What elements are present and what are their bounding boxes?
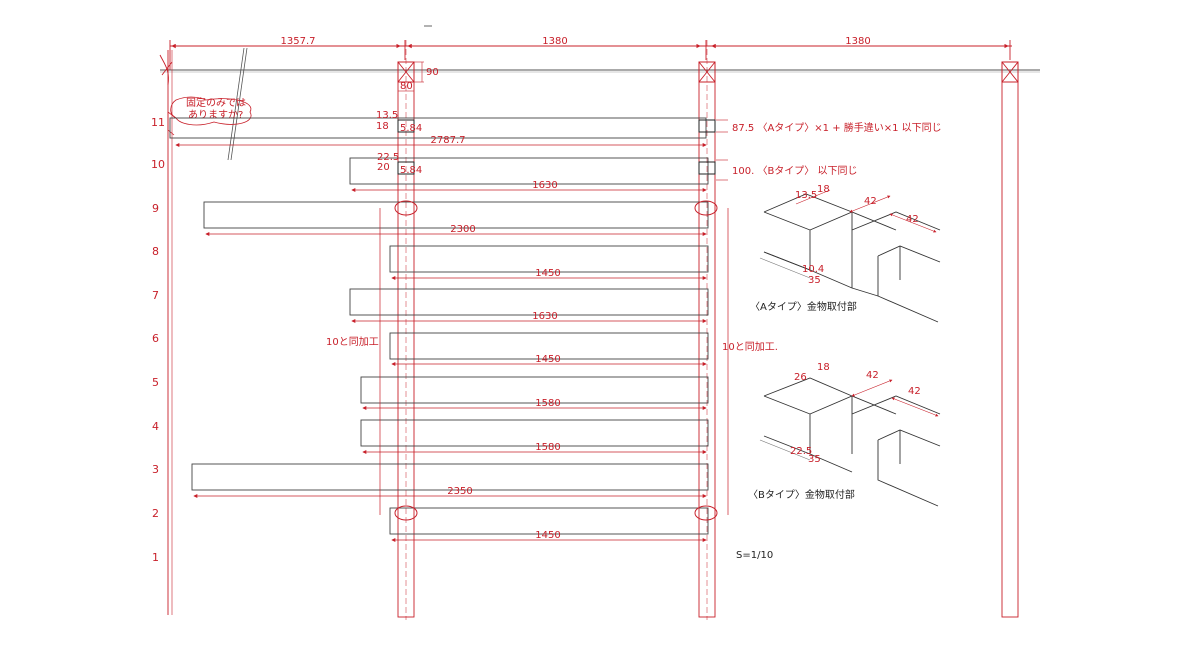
post-1 <box>397 40 415 620</box>
svg-text:26: 26 <box>794 372 807 383</box>
top-dim-2: 1380 <box>542 36 567 47</box>
svg-text:35: 35 <box>808 275 821 286</box>
svg-text:35: 35 <box>808 454 821 465</box>
row-label-6: 6 <box>152 332 159 345</box>
svg-text:20: 20 <box>377 162 390 173</box>
row-label-7: 7 <box>152 289 159 302</box>
note-type-a: 87.5 〈Aタイプ〉×1 + 勝手違い×1 以下同じ <box>732 121 942 134</box>
post-2 <box>698 40 716 620</box>
board-row-6: 1450 10と同加工 10と同加工. <box>326 332 778 366</box>
row-label-9: 9 <box>152 202 159 215</box>
left-column <box>159 47 248 615</box>
svg-text:22.5: 22.5 <box>790 446 812 457</box>
svg-text:13.5: 13.5 <box>795 190 817 201</box>
row-label-5: 5 <box>152 376 159 389</box>
detail-b-sketch <box>759 377 941 507</box>
svg-text:1630: 1630 <box>532 311 557 322</box>
svg-text:ありますか?: ありますか? <box>188 109 243 121</box>
board-row-2: 1450 <box>389 505 718 542</box>
svg-text:1580: 1580 <box>535 398 560 409</box>
svg-text:42: 42 <box>866 370 879 381</box>
detail-a-dims: 13.5 18 42 42 10.4 35 <box>795 184 937 286</box>
board-row-10: 1630 22.5 20 5.84 <box>349 152 716 192</box>
svg-text:42: 42 <box>908 386 921 397</box>
row-label-1: 1 <box>152 551 159 564</box>
svg-text:42: 42 <box>906 214 919 225</box>
post-3 <box>1001 61 1019 618</box>
svg-text:22.5: 22.5 <box>377 152 399 163</box>
row-labels: 11 10 9 8 7 6 5 4 3 2 1 <box>151 116 165 564</box>
board-row-3: 2350 <box>191 463 709 498</box>
row-label-4: 4 <box>152 420 159 433</box>
row-label-10: 10 <box>151 158 165 171</box>
post-width-dim: 80 <box>400 81 413 92</box>
svg-text:10.4: 10.4 <box>802 264 824 275</box>
board-row-4: 1580 <box>360 419 709 454</box>
detail-a-sketch <box>759 193 941 323</box>
svg-text:18: 18 <box>817 362 830 373</box>
note-same-left: 10と同加工 <box>326 336 379 348</box>
row-label-11: 11 <box>151 116 165 129</box>
svg-text:1450: 1450 <box>535 268 560 279</box>
svg-text:18: 18 <box>376 121 389 132</box>
note-same-right: 10と同加工. <box>722 341 778 353</box>
note-type-b: 100. 〈Bタイプ〉 以下同じ <box>732 165 857 177</box>
board-row-5: 1580 <box>360 376 709 410</box>
row-label-8: 8 <box>152 245 159 258</box>
svg-text:2300: 2300 <box>450 224 475 235</box>
top-dim-1: 1357.7 <box>281 36 316 47</box>
detail-b-dims: 26 18 42 42 22.5 35 <box>790 362 939 465</box>
question-note: 固定のみでは ありますか? <box>167 96 252 136</box>
row-label-3: 3 <box>152 463 159 476</box>
top-dim-3: 1380 <box>845 36 870 47</box>
svg-text:固定のみでは: 固定のみでは <box>186 96 246 109</box>
board-row-11: 2787.7 13.5 18 5.84 <box>169 110 716 147</box>
detail-b-caption: 〈Bタイプ〉金物取付部 <box>748 488 855 501</box>
svg-text:1580: 1580 <box>535 442 560 453</box>
svg-text:5.84: 5.84 <box>400 123 422 134</box>
svg-text:1450: 1450 <box>535 354 560 365</box>
scale-label: S=1/10 <box>736 550 773 561</box>
svg-text:13.5: 13.5 <box>376 110 398 121</box>
svg-text:2787.7: 2787.7 <box>431 135 466 146</box>
post-height-dim: 90 <box>426 67 439 78</box>
board-row-9: 2300 <box>203 200 718 236</box>
top-dimension: 1357.7 1380 1380 <box>169 36 1012 70</box>
board-row-8: 1450 <box>389 245 709 280</box>
row-label-2: 2 <box>152 507 159 520</box>
svg-text:1450: 1450 <box>535 530 560 541</box>
board-row-7: 1630 <box>349 288 709 323</box>
detail-a-caption: 〈Aタイプ〉金物取付部 <box>750 300 857 313</box>
svg-text:5.84: 5.84 <box>400 165 422 176</box>
svg-text:18: 18 <box>817 184 830 195</box>
svg-text:1630: 1630 <box>532 180 557 191</box>
svg-text:2350: 2350 <box>447 486 472 497</box>
